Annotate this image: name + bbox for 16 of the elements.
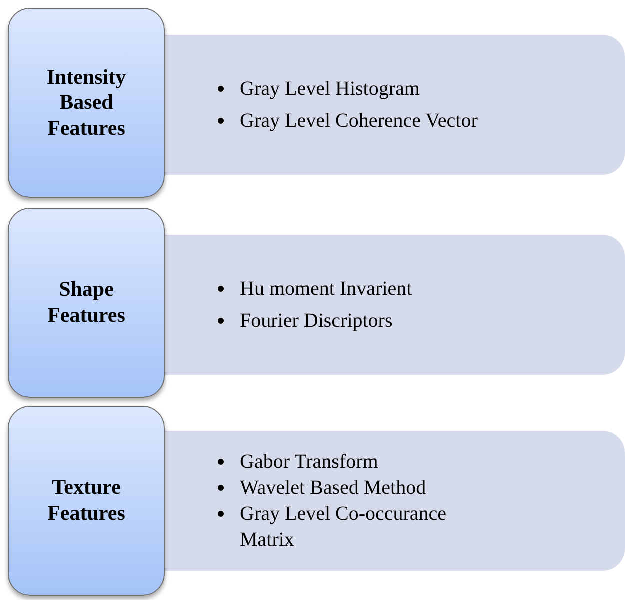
feature-item: Fourier Discriptors — [240, 310, 393, 332]
category-box — [8, 406, 165, 596]
feature-item: Gray Level Coherence Vector — [240, 110, 478, 132]
feature-item: Wavelet Based Method — [240, 477, 426, 499]
feature-item: Gabor Transform — [240, 451, 378, 473]
category-box — [8, 8, 165, 198]
feature-item: Gray Level Co-occurance Matrix — [240, 503, 447, 551]
feature-panel — [165, 35, 625, 175]
category-box — [8, 208, 165, 398]
category-title: Shape Features — [46, 277, 126, 329]
feature-item: Hu moment Invarient — [240, 278, 412, 300]
feature-item: Gray Level Histogram — [240, 78, 420, 100]
feature-panel — [165, 235, 625, 375]
feature-panel — [165, 431, 625, 571]
category-title: Texture Features — [46, 475, 126, 527]
category-title: Intensity Based Features — [46, 64, 128, 142]
